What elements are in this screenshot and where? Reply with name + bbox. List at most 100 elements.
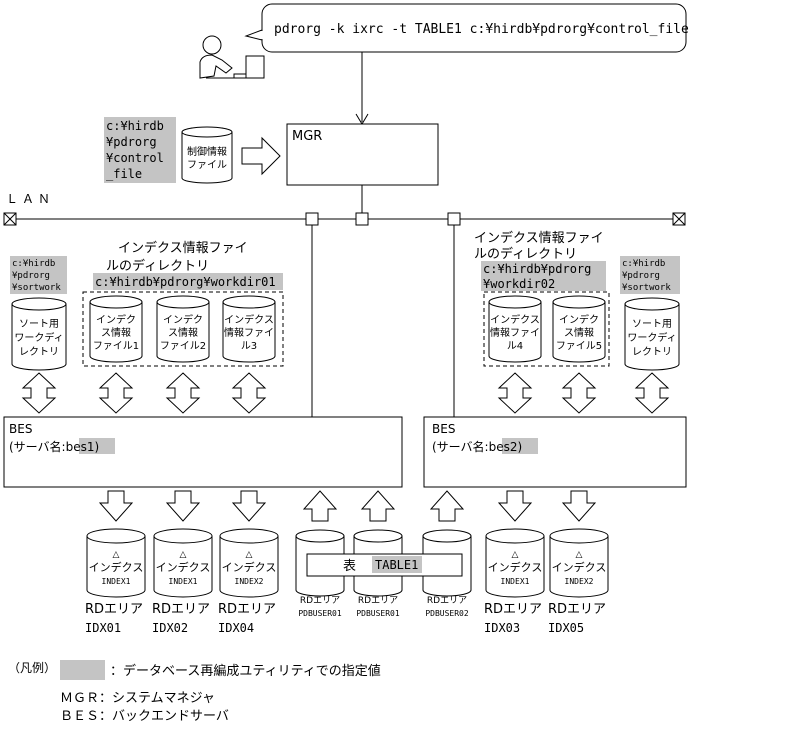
bes2-box [423, 416, 687, 488]
svg-text:ス情報: ス情報 [168, 326, 198, 339]
index-name: INDEX2 [235, 577, 264, 586]
svg-text:ファイル5: ファイル5 [556, 341, 602, 352]
index-triangle: △ [576, 550, 583, 560]
svg-text:¥pdrorg: ¥pdrorg [12, 271, 50, 281]
left-index-dir-group [82, 291, 284, 367]
bes1-box [3, 416, 403, 488]
rd-area-name: IDX01 [85, 621, 121, 635]
legend-mgr: ＭＧＲ：システムマネジャ [60, 691, 215, 706]
bes-rd-arrows [99, 490, 596, 522]
index-triangle: △ [512, 550, 519, 560]
sort-right-bes-arrow [635, 372, 669, 414]
svg-text:¥sortwork: ¥sortwork [12, 283, 61, 293]
sort-dir-right-path: c:¥hirdb ¥pdrorg ¥sortwork [622, 259, 671, 293]
legend-highlight-swatch [60, 660, 105, 680]
index-label: インデクス [89, 560, 144, 574]
svg-text:c:¥hirdb: c:¥hirdb [622, 259, 665, 269]
pdb-area-name: PDBUSER02 [425, 609, 469, 618]
svg-text:インデク: インデク [96, 313, 136, 326]
lan-terminator-right [672, 212, 686, 226]
file-bes-arrows [22, 372, 669, 414]
pdb-area: RDエリア PDBUSER01 [353, 529, 403, 618]
control-dir-highlight [104, 117, 176, 183]
svg-text:ワークディ: ワークディ [627, 331, 676, 344]
svg-text:インデクス情報ファイ: インデクス情報ファイ [474, 230, 604, 246]
index-file2-bes-arrow [166, 372, 200, 414]
svg-text:ワークディ: ワークディ [14, 331, 63, 344]
index-label: インデクス [552, 560, 607, 574]
left-index-dir-title: インデクス情報ファイ ルのディレクトリ [106, 240, 248, 274]
rd-area-label: RDエリア [548, 602, 606, 617]
right-index-dir-title: インデクス情報ファイ ルのディレクトリ [474, 230, 604, 262]
lan-node-bes1 [305, 212, 319, 226]
svg-text:¥workdir02: ¥workdir02 [483, 277, 555, 291]
svg-text:制御情報: 制御情報 [187, 145, 227, 158]
right-index-dir-group [483, 291, 610, 367]
svg-text:ソート用: ソート用 [19, 319, 59, 330]
rd-area-name: IDX03 [484, 621, 520, 635]
svg-text:レクトリ: レクトリ [19, 346, 59, 358]
svg-text:c:¥hirdb: c:¥hirdb [106, 119, 164, 133]
sort-dir-right-highlight [620, 256, 680, 294]
svg-text:¥pdrorg: ¥pdrorg [622, 271, 660, 281]
sort-dir-left-highlight [10, 256, 67, 294]
left-index-dir-path: c:¥hirdb¥pdrorg¥workdir01 [95, 275, 276, 289]
svg-text:ソート用: ソート用 [632, 319, 672, 330]
rd-area-name: IDX04 [218, 621, 254, 635]
svg-text:c:¥hirdb: c:¥hirdb [12, 259, 55, 269]
svg-text:¥sortwork: ¥sortwork [622, 283, 671, 293]
sort-work-right-cylinder: ソート用 ワークディ レクトリ [624, 297, 680, 371]
index-name: INDEX1 [169, 577, 198, 586]
index-name: INDEX1 [102, 577, 131, 586]
control-dir-path: c:¥hirdb ¥pdrorg ¥control _file [106, 119, 164, 181]
index-triangle: △ [180, 550, 187, 560]
pdb-area-name: PDBUSER01 [298, 609, 342, 618]
control-file-cylinder: 制御情報 ファイル [181, 126, 233, 184]
sort-dir-left-path: c:¥hirdb ¥pdrorg ¥sortwork [12, 259, 61, 293]
svg-text:¥control: ¥control [106, 151, 164, 165]
index-name: INDEX2 [565, 577, 594, 586]
svg-text:ファイル2: ファイル2 [160, 341, 206, 352]
index-file5-bes-arrow [562, 372, 596, 414]
command-text: pdrorg -k ixrc -t TABLE1 c:¥hirdb¥pdrorg… [274, 22, 689, 37]
svg-text:情報ファイ: 情報ファイ [224, 326, 274, 339]
svg-text:ル3: ル3 [241, 341, 257, 352]
lan-terminator-left [3, 212, 17, 226]
svg-text:インデク: インデク [559, 313, 599, 326]
svg-text:ファイル1: ファイル1 [93, 341, 139, 352]
pdb-area-label: RDエリア [300, 596, 340, 606]
rd-area-name: IDX05 [548, 621, 584, 635]
pdb-area-label: RDエリア [358, 596, 398, 606]
rd-area-label: RDエリア [218, 602, 276, 617]
rd-area-label: RDエリア [85, 602, 143, 617]
svg-text:ス情報: ス情報 [564, 326, 594, 339]
sort-left-bes-arrow [22, 372, 56, 414]
legend-bes: ＢＥＳ：バックエンドサーバ [60, 709, 229, 724]
lan-node-mgr [355, 212, 369, 226]
lan-node-bes2 [447, 212, 461, 226]
rd-area-label: RDエリア [152, 602, 210, 617]
bes2-server-name: (サーバ名:bes2) [432, 439, 522, 454]
svg-text:¥pdrorg: ¥pdrorg [106, 135, 157, 149]
index-name: INDEX1 [501, 577, 530, 586]
bubble-tail [244, 29, 263, 41]
svg-text:インデクス: インデクス [224, 313, 274, 326]
svg-text:ファイル: ファイル [187, 160, 227, 171]
legend-highlight-desc: ：データベース再編成ユティリティでの指定値 [110, 663, 381, 679]
index-file4-bes-arrow [498, 372, 532, 414]
svg-text:ルのディレクトリ: ルのディレクトリ [474, 246, 577, 262]
command-bubble [261, 3, 687, 53]
user-figure [199, 35, 265, 79]
index-triangle: △ [113, 550, 120, 560]
svg-text:_file: _file [106, 167, 142, 181]
pdb-area-name: PDBUSER01 [356, 609, 400, 618]
index-triangle: △ [246, 550, 253, 560]
table-label: 表 [343, 559, 356, 574]
